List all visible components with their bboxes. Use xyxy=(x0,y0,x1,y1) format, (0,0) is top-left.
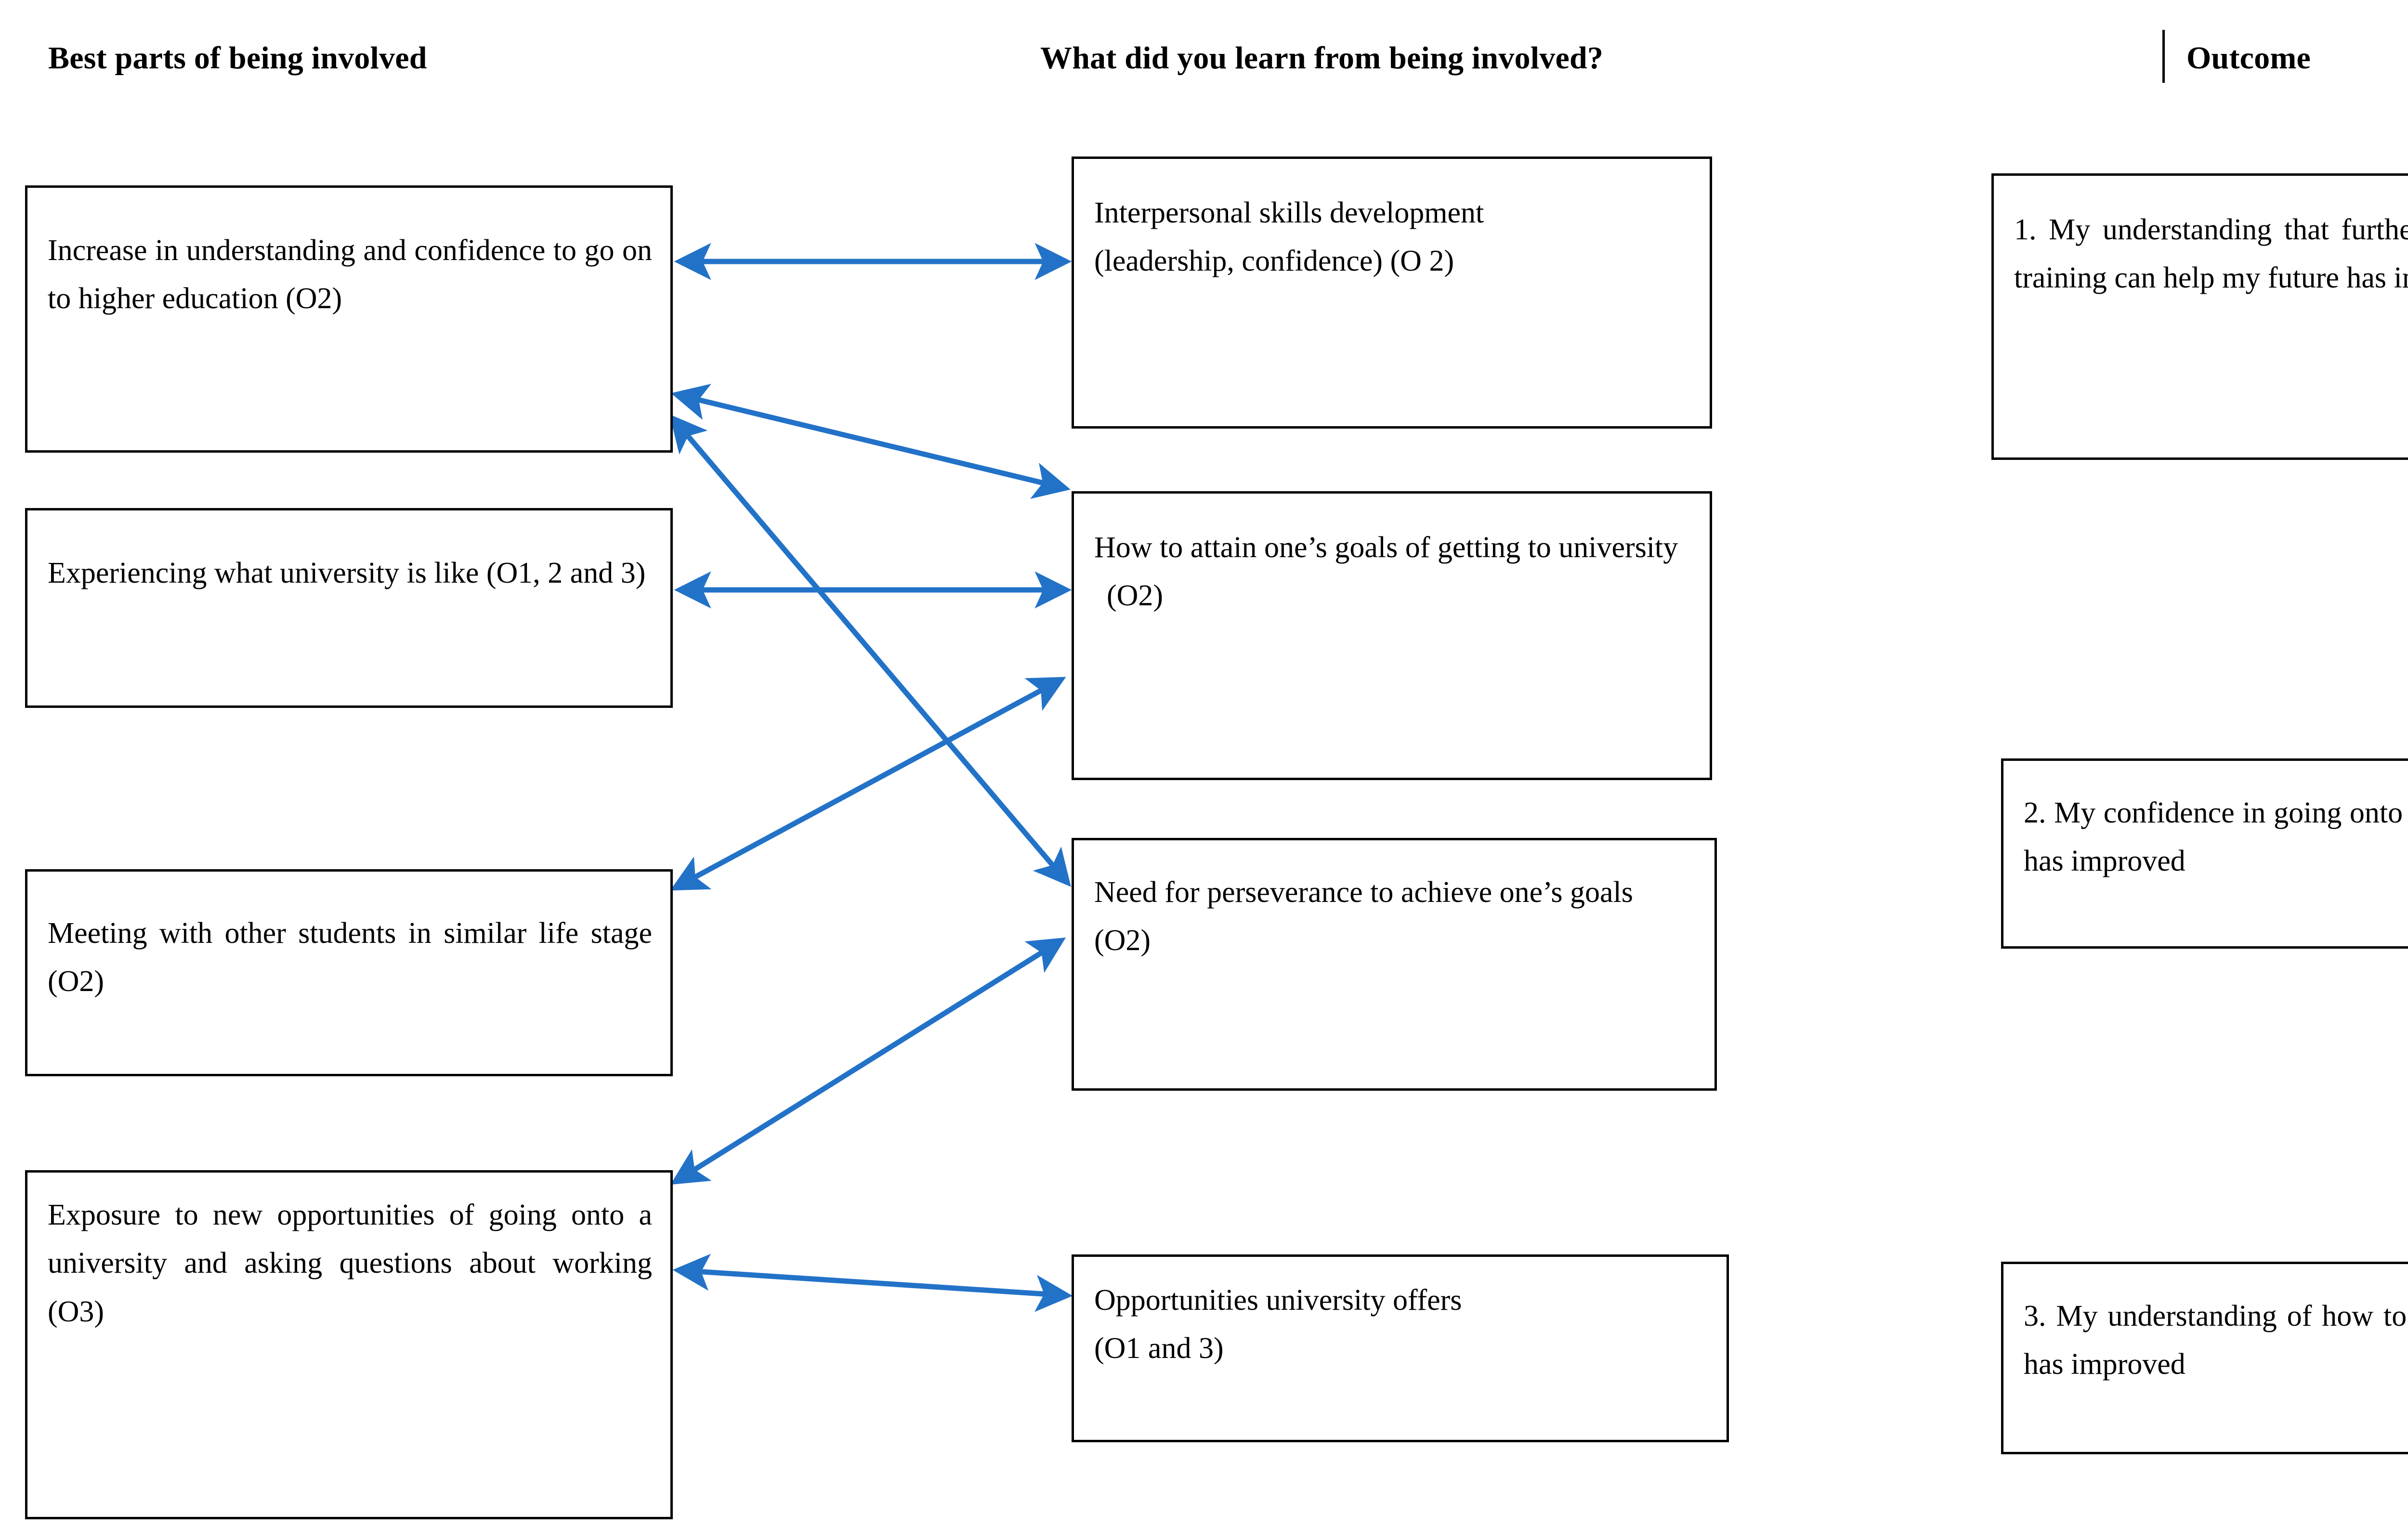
best-part-box-3-text: Meeting with other students in similar l… xyxy=(48,917,652,998)
learning-box-4-line-2: (O1 and 3) xyxy=(1094,1332,1224,1365)
outcome-box-3[interactable]: 3. My understanding of how to get to uni… xyxy=(2001,1262,2408,1454)
arrow-l4-to-m3 xyxy=(670,937,1066,1185)
best-part-box-2-text: Experiencing what university is like (O1… xyxy=(48,557,646,589)
learning-box-2[interactable]: How to attain one’s goals of getting to … xyxy=(1072,491,1712,780)
best-part-box-3[interactable]: Meeting with other students in similar l… xyxy=(25,869,673,1076)
arrow-l3-to-m2 xyxy=(670,677,1066,891)
column-heading-outcome: Outcome xyxy=(2186,40,2311,76)
learning-box-2-line-2: (O2) xyxy=(1107,579,1164,613)
learning-box-2-line-1: How to attain one’s goals of getting to … xyxy=(1094,531,1678,564)
learning-box-3-line-2: (O2) xyxy=(1094,924,1151,957)
outcome-box-2[interactable]: 2. My confidence in going onto further e… xyxy=(2001,758,2408,949)
arrow-l4-to-m4 xyxy=(672,1253,1073,1312)
arrow-l1-to-m3 xyxy=(669,414,1071,887)
best-part-box-4[interactable]: Exposure to new opportunities of going o… xyxy=(25,1170,673,1519)
learning-box-3[interactable]: Need for perseverance to achieve one’s g… xyxy=(1072,838,1717,1091)
outcome-box-2-text: 2. My confidence in going onto further e… xyxy=(2024,796,2408,878)
learning-box-1-line-2: (leadership, confidence) (O 2) xyxy=(1094,245,1454,278)
best-part-box-1[interactable]: Increase in understanding and confidence… xyxy=(25,185,673,453)
arrow-l1-to-m2 xyxy=(671,384,1071,499)
best-part-box-1-text: Increase in understanding and confidence… xyxy=(48,234,652,315)
best-part-box-4-text: Exposure to new opportunities of going o… xyxy=(48,1199,652,1328)
outcome-box-3-text: 3. My understanding of how to get to uni… xyxy=(2024,1300,2408,1381)
learning-box-4-line-1: Opportunities university offers xyxy=(1094,1284,1462,1317)
outcome-box-1-text: 1. My understanding that further educati… xyxy=(2014,213,2408,295)
outcome-heading-divider-rule xyxy=(2162,30,2165,83)
learning-box-3-line-1: Need for perseverance to achieve one’s g… xyxy=(1094,876,1633,909)
outcome-box-1[interactable]: 1. My understanding that further educati… xyxy=(1991,173,2408,460)
best-part-box-2[interactable]: Experiencing what university is like (O1… xyxy=(25,508,673,708)
learning-box-4[interactable]: Opportunities university offers (O1 and … xyxy=(1072,1254,1729,1442)
column-heading-what-did-you-learn: What did you learn from being involved? xyxy=(1040,40,1604,76)
learning-box-1-line-1: Interpersonal skills development xyxy=(1094,196,1484,229)
column-heading-best-parts: Best parts of being involved xyxy=(48,40,427,76)
learning-box-1[interactable]: Interpersonal skills development (leader… xyxy=(1072,157,1712,429)
